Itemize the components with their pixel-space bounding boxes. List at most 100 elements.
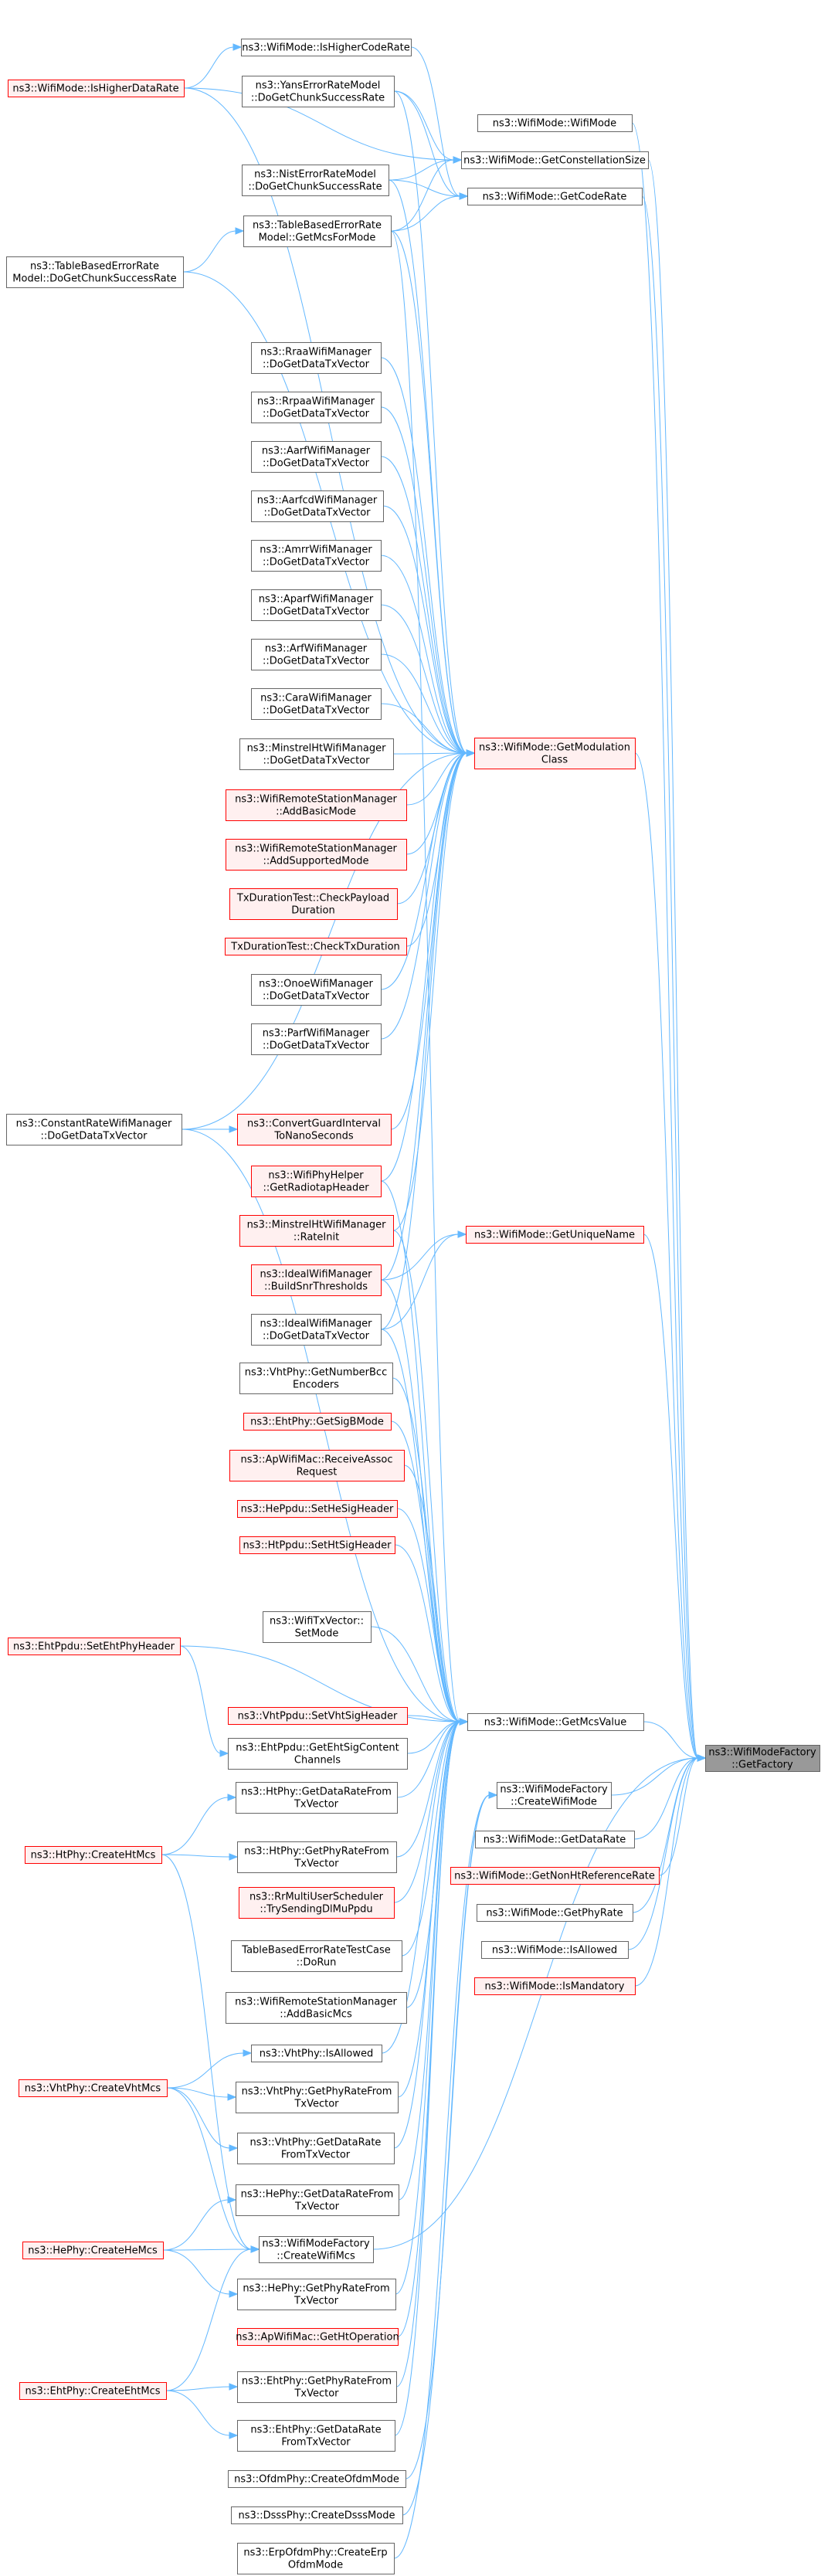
node-label-line: ns3::VhtPhy::CreateVhtMcs [25, 2083, 161, 2095]
graph-node-tberrt-dorun[interactable]: TableBasedErrorRateTestCase::DoRun [231, 1940, 402, 1972]
graph-node-wm-getmcsvalue[interactable]: ns3::WifiMode::GetMcsValue [467, 1713, 644, 1731]
call-edge [410, 46, 469, 200]
graph-node-wrsm-addsupportedmode[interactable]: ns3::WifiRemoteStationManager::AddSuppor… [226, 839, 407, 871]
graph-node-minstrelht-dgdtv[interactable]: ns3::MinstrelHtWifiManager::DoGetDataTxV… [239, 738, 394, 770]
graph-node-yans-dogetcsr[interactable]: ns3::YansErrorRateModel::DoGetChunkSucce… [242, 76, 395, 107]
graph-node-rrpaa-dgdtv[interactable]: ns3::RrpaaWifiManager::DoGetDataTxVector [251, 392, 382, 423]
graph-node-ehtppdu-setehtphy[interactable]: ns3::EhtPpdu::SetEhtPhyHeader [8, 1638, 181, 1655]
graph-node-wm-isallowed[interactable]: ns3::WifiMode::IsAllowed [481, 1941, 629, 1959]
node-box [236, 1782, 398, 1814]
graph-node-cara-dgdtv[interactable]: ns3::CaraWifiManager::DoGetDataTxVector [251, 688, 382, 720]
node-label-line: ns3::HtPhy::GetDataRateFrom [241, 1787, 392, 1798]
graph-node-wm-wifimode[interactable]: ns3::WifiMode::WifiMode [477, 114, 633, 132]
graph-node-wmf-createwifimcs[interactable]: ns3::WifiModeFactory::CreateWifiMcs [259, 2236, 374, 2263]
graph-node-apwifimac-getht[interactable]: ns3::ApWifiMac::GetHtOperation [236, 2328, 399, 2346]
graph-node-wm-getuniquename[interactable]: ns3::WifiMode::GetUniqueName [466, 1226, 644, 1244]
graph-node-eht-getsigbmode[interactable]: ns3::EhtPhy::GetSigBMode [243, 1413, 392, 1431]
graph-node-tber-dogetcsr[interactable]: ns3::TableBasedErrorRateModel::DoGetChun… [6, 256, 184, 288]
graph-node-aarf-dgdtv[interactable]: ns3::AarfWifiManager::DoGetDataTxVector [251, 441, 382, 473]
node-label-line: ns3::TableBasedErrorRate [253, 220, 382, 232]
graph-node-aparf-dgdtv[interactable]: ns3::AparfWifiManager::DoGetDataTxVector [251, 589, 382, 621]
graph-node-wm-ishighercoderate[interactable]: ns3::WifiMode::IsHigherCodeRate [241, 39, 412, 56]
graph-node-minstrelht-rateinit[interactable]: ns3::MinstrelHtWifiManager::RateInit [239, 1215, 394, 1247]
edge-line [166, 2087, 231, 2149]
graph-node-ideal-dgdtv[interactable]: ns3::IdealWifiManager::DoGetDataTxVector [251, 1314, 382, 1346]
graph-node-constrate-dgdtv[interactable]: ns3::ConstantRateWifiManager::DoGetDataT… [6, 1114, 182, 1145]
graph-node-vhtppdu-setvhtsig[interactable]: ns3::VhtPpdu::SetVhtSigHeader [228, 1707, 408, 1725]
edge-line [162, 2248, 253, 2251]
node-box [22, 2242, 164, 2259]
graph-node-htppdu-sethtsig[interactable]: ns3::HtPpdu::SetHtSigHeader [239, 1536, 395, 1554]
graph-node-wm-ismandatory[interactable]: ns3::WifiMode::IsMandatory [474, 1977, 636, 1995]
edge-line [162, 2199, 229, 2251]
node-box [241, 39, 412, 56]
graph-node-parf-dgdtv[interactable]: ns3::ParfWifiManager::DoGetDataTxVector [251, 1023, 382, 1055]
call-edge [162, 2196, 237, 2251]
node-label-line: FromTxVector [281, 2437, 351, 2449]
graph-node-htphy-createhtmcs[interactable]: ns3::HtPhy::CreateHtMcs [25, 1846, 162, 1864]
graph-node-rrmus-trysending[interactable]: ns3::RrMultiUserScheduler::TrySendingDlM… [239, 1887, 395, 1919]
graph-node-wrsm-addbasicmode[interactable]: ns3::WifiRemoteStationManager::AddBasicM… [226, 789, 407, 821]
graph-node-wm-ishigherdatarate[interactable]: ns3::WifiMode::IsHigherDataRate [8, 80, 185, 97]
graph-node-vhtphy-isallowed[interactable]: ns3::VhtPhy::IsAllowed [251, 2045, 382, 2062]
node-box [251, 1264, 382, 1296]
graph-node-ofdm-createofdmmode[interactable]: ns3::OfdmPhy::CreateOfdmMode [228, 2470, 406, 2488]
node-label-line: ::CreateWifiMode [511, 1797, 597, 1808]
edge-arrowhead [457, 1230, 467, 1238]
graph-node-wph-getradiotap[interactable]: ns3::WifiPhyHelper::GetRadiotapHeader [251, 1166, 382, 1197]
graph-node-heppdu-sethesig[interactable]: ns3::HePpdu::SetHeSigHeader [237, 1500, 398, 1518]
graph-node-aarfcd-dgdtv[interactable]: ns3::AarfcdWifiManager::DoGetDataTxVecto… [251, 490, 384, 522]
graph-node-hephy-createhemcs[interactable]: ns3::HePhy::CreateHeMcs [22, 2242, 164, 2259]
graph-node-nist-dogetcsr[interactable]: ns3::NistErrorRateModel::DoGetChunkSucce… [242, 165, 389, 196]
graph-node-ideal-buildsnr[interactable]: ns3::IdealWifiManager::BuildSnrThreshold… [251, 1264, 382, 1296]
graph-node-ehtphy-createehtmcs[interactable]: ns3::EhtPhy::CreateEhtMcs [19, 2382, 167, 2400]
node-box [239, 1887, 395, 1919]
graph-node-tber-getmcsformode[interactable]: ns3::TableBasedErrorRateModel::GetMcsFor… [243, 216, 392, 247]
graph-node-wm-getnonhtref[interactable]: ns3::WifiMode::GetNonHtReferenceRate [450, 1867, 660, 1885]
edge-line [380, 555, 468, 754]
graph-node-vhtphy-createvhtmcs[interactable]: ns3::VhtPhy::CreateVhtMcs [19, 2079, 168, 2097]
graph-node-amrr-dgdtv[interactable]: ns3::AmrrWifiManager::DoGetDataTxVector [251, 540, 382, 572]
edge-line [390, 1420, 461, 1722]
graph-node-rraa-dgdtv[interactable]: ns3::RraaWifiManager::DoGetDataTxVector [251, 342, 382, 374]
node-label-line: ::TrySendingDlMuPpdu [260, 1904, 372, 1916]
edge-line [380, 752, 468, 1182]
graph-node-wm-getconstsize[interactable]: ns3::WifiMode::GetConstellationSize [461, 151, 649, 169]
node-box [19, 2079, 168, 2097]
graph-node-wtxv-setmode[interactable]: ns3::WifiTxVector::SetMode [263, 1611, 372, 1643]
graph-node-arf-dgdtv[interactable]: ns3::ArfWifiManager::DoGetDataTxVector [251, 639, 382, 670]
call-edge [641, 195, 707, 1762]
graph-node-wrsm-addbasicmcs[interactable]: ns3::WifiRemoteStationManager::AddBasicM… [226, 1992, 407, 2024]
edge-line [396, 752, 468, 904]
graph-node-wmf-getfactory[interactable]: ns3::WifiModeFactory::GetFactory [705, 1745, 820, 1772]
edge-line [380, 653, 468, 754]
graph-node-txdt-checktx[interactable]: TxDurationTest::CheckTxDuration [225, 938, 407, 955]
graph-node-wm-getcoderate[interactable]: ns3::WifiMode::GetCodeRate [467, 188, 643, 205]
edge-line [166, 2087, 253, 2250]
node-box [231, 2506, 403, 2524]
graph-node-wm-getdatarate[interactable]: ns3::WifiMode::GetDataRate [475, 1831, 635, 1848]
node-box [243, 1413, 392, 1431]
graph-node-wm-getphyrate[interactable]: ns3::WifiMode::GetPhyRate [477, 1904, 633, 1922]
graph-node-dsss-createdsssmode[interactable]: ns3::DsssPhy::CreateDsssMode [231, 2506, 403, 2524]
graph-node-onoe-dgdtv[interactable]: ns3::OnoeWifiManager::DoGetDataTxVector [251, 974, 382, 1006]
node-label-line: ns3::HePpdu::SetHeSigHeader [241, 1504, 394, 1515]
node-box [226, 789, 407, 821]
node-label-line: ns3::ApWifiMac::ReceiveAssoc [240, 1454, 392, 1466]
graph-node-wmf-createwifimode[interactable]: ns3::WifiModeFactory::CreateWifiMode [497, 1782, 612, 1809]
